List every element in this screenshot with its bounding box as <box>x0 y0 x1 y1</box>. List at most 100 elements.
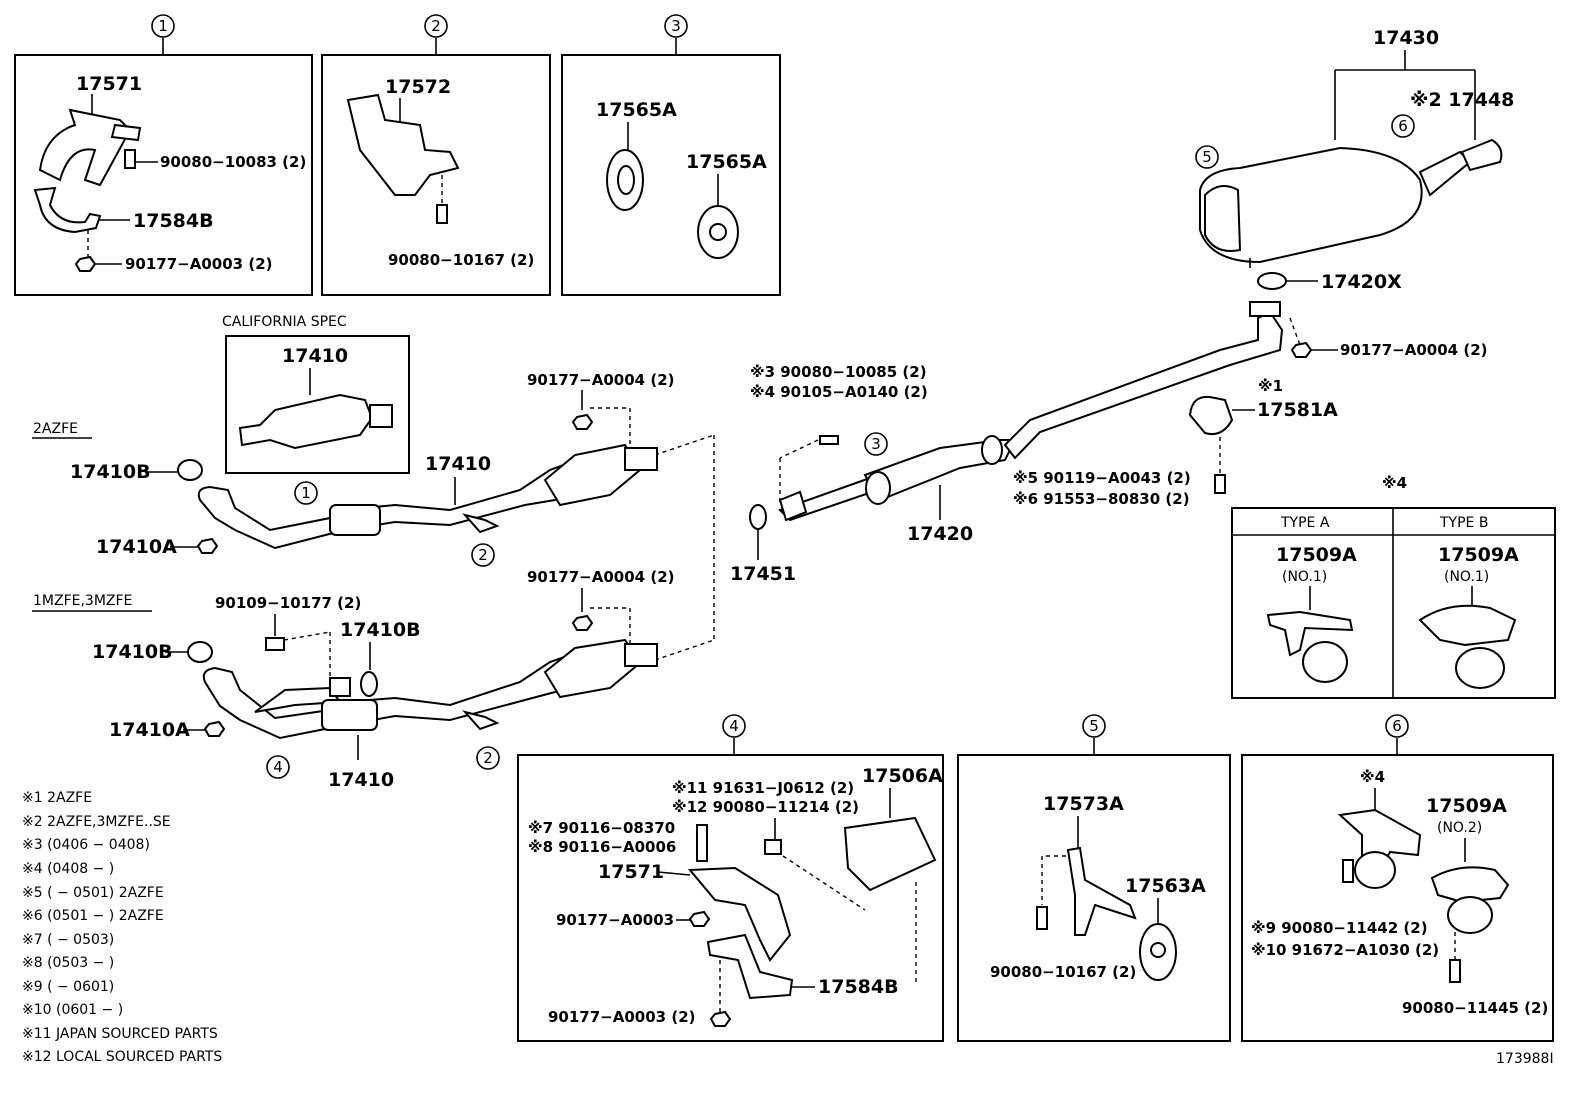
part-17571-g4: 17571 <box>598 861 664 883</box>
part-17410b-1mzfe-left: 17410B <box>92 641 173 663</box>
diagram-id: 173988I <box>1496 1051 1554 1067</box>
heat-shield-17506a <box>843 816 937 892</box>
part-17572: 17572 <box>385 76 451 98</box>
part-90177-a0004-upper: 90177−A0004 (2) <box>527 371 674 389</box>
part-90116-a0006: ※8 90116−A0006 <box>528 838 676 856</box>
part-17509a-type-b: 17509A <box>1438 544 1519 566</box>
part-90119-a0043: ※5 90119−A0043 (2) <box>1013 469 1191 487</box>
part-91553-80830: ※6 91553−80830 (2) <box>1013 490 1190 508</box>
part-17410-california: 17410 <box>282 345 348 367</box>
part-90177-a0003-g4-lower: 90177−A0003 (2) <box>548 1008 695 1026</box>
part-17584b-g1: 17584B <box>133 210 214 232</box>
engine-label-1mzfe: 1MZFE,3MZFE <box>33 593 132 609</box>
part-17451: 17451 <box>730 563 796 585</box>
group-ref-1-2azfe: 1 <box>294 481 318 505</box>
part-17410b-1mzfe-right: 17410B <box>340 619 421 641</box>
hanger-17581a <box>1188 395 1234 436</box>
part-90177-a0003-g1: 90177−A0003 (2) <box>125 255 272 273</box>
svg-text:※10 (0601 − ): ※10 (0601 − ) <box>22 1002 123 1018</box>
svg-text:※12 LOCAL SOURCED PARTS: ※12 LOCAL SOURCED PARTS <box>22 1049 222 1065</box>
part-17509a-g6-mark: ※4 <box>1360 768 1385 786</box>
group-number-5: 5 <box>1082 714 1106 738</box>
type-b-title: TYPE B <box>1439 515 1488 531</box>
group-ref-4-1mzfe: 4 <box>266 755 290 779</box>
bracket-17584b-shape <box>33 186 102 234</box>
part-17581a-mark: ※1 <box>1258 377 1283 395</box>
group-ref-2-2azfe: 2 <box>471 543 495 567</box>
hanger-17573a <box>1066 846 1137 936</box>
part-17509a-type-a: 17509A <box>1276 544 1357 566</box>
part-17420x: 17420X <box>1321 271 1402 293</box>
part-90116-08370: ※7 90116−08370 <box>528 819 675 837</box>
part-17509a-type-a-no: (NO.1) <box>1282 569 1327 585</box>
svg-text:6: 6 <box>1398 117 1408 135</box>
part-90080-11442: ※9 90080−11442 (2) <box>1251 919 1428 937</box>
front-pipe-2azfe-shape <box>197 450 647 550</box>
svg-text:※4 (0408 − ): ※4 (0408 − ) <box>22 861 114 877</box>
front-pipe-1mzfe-shape <box>202 643 647 740</box>
part-17573a: 17573A <box>1043 793 1124 815</box>
part-17448: ※2 17448 <box>1410 89 1514 111</box>
part-90177-a0004-lower: 90177−A0004 (2) <box>527 568 674 586</box>
part-17430: 17430 <box>1373 27 1439 49</box>
part-90080-10167-g2: 90080−10167 (2) <box>388 251 534 269</box>
part-90177-a0004-right: 90177−A0004 (2) <box>1340 341 1487 359</box>
part-17410a-2azfe: 17410A <box>96 536 177 558</box>
part-90080-10085: ※3 90080−10085 (2) <box>750 363 927 381</box>
part-17565a-1: 17565A <box>596 99 677 121</box>
muffler-17430-shape <box>1199 146 1423 264</box>
type-box-mark: ※4 <box>1382 474 1407 492</box>
group-number-4: 4 <box>722 714 746 738</box>
part-17563a: 17563A <box>1125 875 1206 897</box>
notes-legend: ※1 2AZFE ※2 2AZFE,3MZFE..SE ※3 (0406 − 0… <box>22 790 222 1065</box>
svg-text:※7 ( − 0503): ※7 ( − 0503) <box>22 932 114 948</box>
svg-text:※5 ( − 0501) 2AZFE: ※5 ( − 0501) 2AZFE <box>22 885 164 901</box>
part-91672-a1030: ※10 91672−A1030 (2) <box>1251 941 1439 959</box>
gasket-17420x <box>1257 272 1287 290</box>
group-ref-6-top: 6 <box>1391 114 1415 138</box>
group-number-6: 6 <box>1385 714 1409 738</box>
mount-type-a <box>1266 610 1354 657</box>
part-90109-10177: 90109−10177 (2) <box>215 594 361 612</box>
part-90080-10083: 90080−10083 (2) <box>160 153 306 171</box>
svg-text:※8 (0503 − ): ※8 (0503 − ) <box>22 955 114 971</box>
mount-17509a-no1-g6 <box>1337 808 1422 872</box>
svg-text:6: 6 <box>1392 717 1402 735</box>
engine-label-2azfe: 2AZFE <box>33 421 78 437</box>
part-90080-11445: 90080−11445 (2) <box>1402 999 1548 1017</box>
part-17420: 17420 <box>907 523 973 545</box>
svg-text:※3 (0406 − 0408): ※3 (0406 − 0408) <box>22 837 150 853</box>
svg-text:※11 JAPAN SOURCED PARTS: ※11 JAPAN SOURCED PARTS <box>22 1026 218 1042</box>
svg-text:※2 2AZFE,3MZFE..SE: ※2 2AZFE,3MZFE..SE <box>22 814 171 830</box>
tail-pipe-17448 <box>1460 138 1503 172</box>
bracket-17571-shape <box>38 108 132 187</box>
part-17581a: 17581A <box>1257 399 1338 421</box>
part-17571: 17571 <box>76 73 142 95</box>
part-17509a-no2: 17509A <box>1426 795 1507 817</box>
bracket-17572-shape <box>346 93 460 196</box>
group-box-3 <box>561 54 781 296</box>
svg-text:3: 3 <box>871 435 881 453</box>
svg-text:1: 1 <box>301 484 311 502</box>
svg-text:5: 5 <box>1089 717 1099 735</box>
part-17509a-type-b-no: (NO.1) <box>1444 569 1489 585</box>
part-90105-a0140: ※4 90105−A0140 (2) <box>750 383 928 401</box>
svg-text:3: 3 <box>671 17 681 35</box>
svg-text:※1 2AZFE: ※1 2AZFE <box>22 790 92 806</box>
mount-17509a-no2 <box>1430 866 1510 904</box>
bracket-17571-g4 <box>687 866 792 962</box>
part-17584b-g4: 17584B <box>818 976 899 998</box>
group-ref-2-1mzfe: 2 <box>476 746 500 770</box>
svg-text:4: 4 <box>273 758 283 776</box>
svg-text:2: 2 <box>478 546 488 564</box>
part-17565a-2: 17565A <box>686 151 767 173</box>
svg-text:※9 ( − 0601): ※9 ( − 0601) <box>22 979 114 995</box>
group-box-4 <box>517 754 944 1042</box>
california-spec-box <box>225 335 410 474</box>
svg-text:1: 1 <box>158 17 168 35</box>
svg-text:5: 5 <box>1202 148 1212 166</box>
converter-california-shape <box>238 393 374 450</box>
part-17410a-1mzfe: 17410A <box>109 719 190 741</box>
part-17410b-2azfe: 17410B <box>70 461 151 483</box>
